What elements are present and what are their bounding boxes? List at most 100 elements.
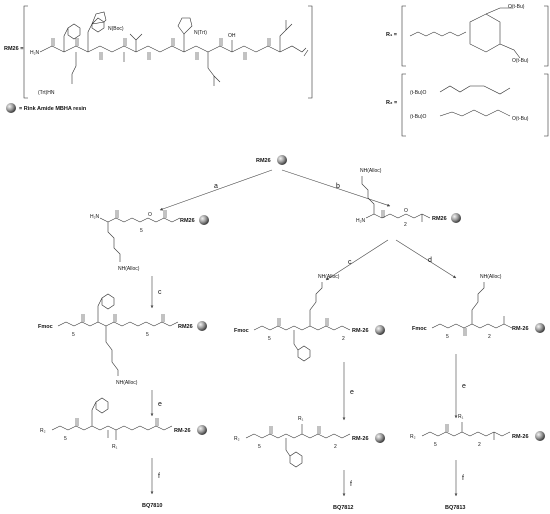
step-e-3-label: e [462, 383, 466, 390]
fmoc-3-rm26: RM-26 [512, 326, 529, 332]
gln-sidechain [71, 52, 77, 84]
r2-3-resin-bead [535, 431, 545, 441]
r2-chain [439, 85, 511, 117]
leu-sidechain-up [279, 20, 293, 52]
int-a-nhalloc: NH(Alloc) [118, 266, 140, 272]
step-f-1-label: f [158, 473, 160, 480]
int-b-resin-bead [451, 213, 461, 223]
fmoc-2-phe-ring [297, 345, 311, 362]
fmoc-2-lys-sidechain [309, 282, 323, 326]
r1-chain [409, 31, 467, 37]
r2-label: R₂ = [386, 100, 397, 106]
r2-2-r2: R₂ [234, 436, 240, 442]
rm26-carbonyls-down [99, 52, 247, 60]
r1-right-bracket [544, 5, 549, 67]
fmoc-3-lys-sidechain [471, 282, 485, 324]
product-bq7813: BQ7813 [445, 505, 466, 511]
fmoc-1-nhalloc: NH(Alloc) [116, 380, 138, 386]
fmoc-2-phe-sidechain [293, 330, 299, 351]
step-d-label: d [428, 257, 432, 264]
fmoc-intermediate-3: Fmoc 5 2 NH(Alloc) RM-26 [412, 274, 545, 340]
fmoc-intermediate-1: Fmoc 5 5 NH(Alloc) RM26 [38, 293, 207, 386]
intermediate-b: H₂N O 2 RM26 NH(Alloc) [356, 168, 461, 228]
resin-legend: = Rink Amide MBHA resin [6, 103, 87, 113]
r2-3-carbonyls [445, 424, 495, 440]
arrow-d [395, 239, 457, 279]
step-b-label: b [336, 183, 340, 190]
rm26-h2n-label: H₂N [30, 50, 40, 56]
int-a-rm26: RM26 [180, 218, 195, 224]
fmoc-1-fmoc: Fmoc [38, 324, 53, 330]
r2-2-phe-sidechain [285, 438, 291, 457]
r2-intermediate-1: R₂ 5 R₁ RM-26 [40, 397, 207, 450]
int-a-chain [99, 217, 181, 223]
step-f-3-label: f [462, 475, 464, 482]
step-e-1-label: e [158, 401, 162, 408]
r2-tbuo-bottom: (t-Bu)O [410, 114, 427, 120]
r2-2-sub2: 2 [334, 444, 337, 450]
arrow-a [159, 169, 273, 211]
rm26-backbone [39, 45, 303, 53]
trp-ring-b [91, 11, 107, 25]
fmoc-3-sub5: 5 [446, 334, 449, 340]
int-b-h2n: H₂N [356, 218, 366, 224]
r2-3-rm26: RM-26 [512, 434, 529, 440]
fmoc-3-resin-bead [535, 323, 545, 333]
phe-sidechain [63, 27, 69, 52]
r2-intermediate-2: R₂ 5 2 R₁ RM-26 [234, 416, 385, 468]
r2-2-rm26: RM-26 [352, 436, 369, 442]
fmoc-3-chain [431, 323, 513, 329]
oh-label: OH [228, 33, 236, 39]
int-b-chain [365, 213, 431, 219]
fmoc-2-nhalloc: NH(Alloc) [318, 274, 340, 280]
r2-2-sub5: 5 [258, 444, 261, 450]
int-a-h2n: H₂N [90, 214, 100, 220]
r1-left-bracket [401, 5, 406, 67]
trthn-label: (Trt)HN [38, 90, 55, 96]
nboc-label: N(Boc) [108, 26, 124, 32]
fmoc-1-lys-sidechain [105, 326, 119, 376]
r2-3-r2: R₂ [410, 434, 416, 440]
rm26-label: RM26 = [4, 46, 23, 52]
r2-2-chain [245, 433, 351, 439]
r2-3-sub5: 5 [434, 442, 437, 448]
trp-sidechain [87, 23, 93, 52]
start-resin-bead [277, 155, 287, 165]
step-f-2-label: f [350, 481, 352, 488]
product-bq7812: BQ7812 [333, 505, 354, 511]
rm26-definition: RM26 = N(Boc) N(Trt) OH (Trt)HN H₂N [4, 5, 313, 99]
fmoc-3-carbonyls [463, 316, 505, 336]
fmoc-1-sub5a: 5 [72, 332, 75, 338]
rm26-right-bracket [308, 5, 313, 99]
r1-arms [485, 7, 521, 59]
fmoc-2-sub2: 2 [342, 336, 345, 342]
r2-1-phe-sidechain [91, 401, 97, 426]
phe-ring [67, 23, 81, 40]
resin-bead-icon [6, 103, 16, 113]
step-e-2-label: e [350, 389, 354, 396]
step-c-right-label: c [348, 259, 352, 266]
r2-definition: R₂ = (t-Bu)O (t-Bu)O O(t-Bu) [386, 73, 549, 137]
int-b-o: O [404, 208, 408, 214]
leu-sidechain-down [207, 52, 221, 86]
step-a-label: a [214, 183, 218, 190]
r1-otbu-bottom: O(t-Bu) [512, 58, 529, 64]
r2-1-chain [51, 425, 173, 431]
r2-3-sub2: 2 [478, 442, 481, 448]
r1-definition: R₁ = O(t-Bu) O(t-Bu) [386, 4, 549, 67]
r2-3-chain [421, 431, 511, 437]
fmoc-1-phe-ring [101, 293, 115, 310]
r2-1-r1: R₁ [112, 444, 118, 450]
int-a-o: O [148, 212, 152, 218]
fmoc-2-resin-bead [375, 325, 385, 335]
trp-ring-a [91, 17, 105, 33]
rm26-carbonyls [51, 38, 271, 46]
int-b-nhalloc: NH(Alloc) [360, 168, 382, 174]
fmoc-2-fmoc: Fmoc [234, 328, 249, 334]
fmoc-3-sub2: 2 [488, 334, 491, 340]
resin-legend-text: = Rink Amide MBHA resin [19, 106, 87, 112]
r2-right-bracket [544, 73, 549, 137]
rm26-left-bracket [23, 5, 28, 99]
arrow-b [281, 169, 391, 207]
start-label: RM26 [256, 158, 271, 164]
